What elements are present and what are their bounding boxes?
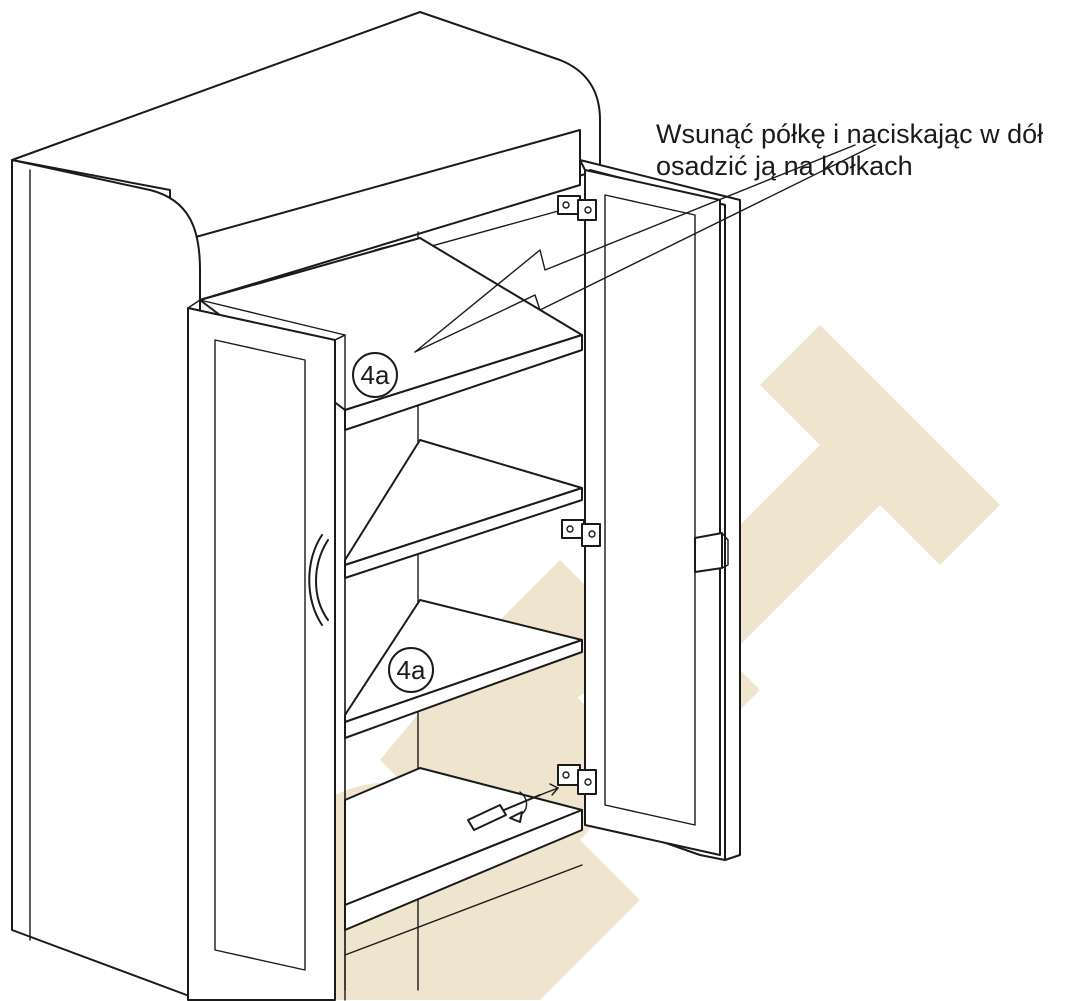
callout-lower-label: 4a xyxy=(397,655,426,685)
callout-lower-shelf: 4a xyxy=(388,647,434,693)
callout-leader-lines xyxy=(414,144,876,353)
instruction-line-2: osadzić ją na kołkach xyxy=(656,151,913,181)
shelf-middle xyxy=(344,439,583,579)
hinge-top-icon xyxy=(557,195,597,221)
screwdriver-icon xyxy=(467,783,559,831)
instruction-text: Wsunąć półkę i naciskając w dół osadzić … xyxy=(656,119,1043,181)
hinge-bottom-icon xyxy=(557,764,597,795)
right-door xyxy=(584,169,721,856)
left-door xyxy=(187,299,346,1001)
callout-upper-shelf: 4a xyxy=(352,352,398,398)
hinge-middle-icon xyxy=(561,519,601,547)
instruction-line-1: Wsunąć półkę i naciskając w dół xyxy=(656,119,1043,149)
right-door-knob xyxy=(694,532,729,573)
callout-upper-label: 4a xyxy=(361,360,390,390)
left-door-handle xyxy=(308,534,329,626)
rotation-arrow-icon xyxy=(509,811,523,823)
